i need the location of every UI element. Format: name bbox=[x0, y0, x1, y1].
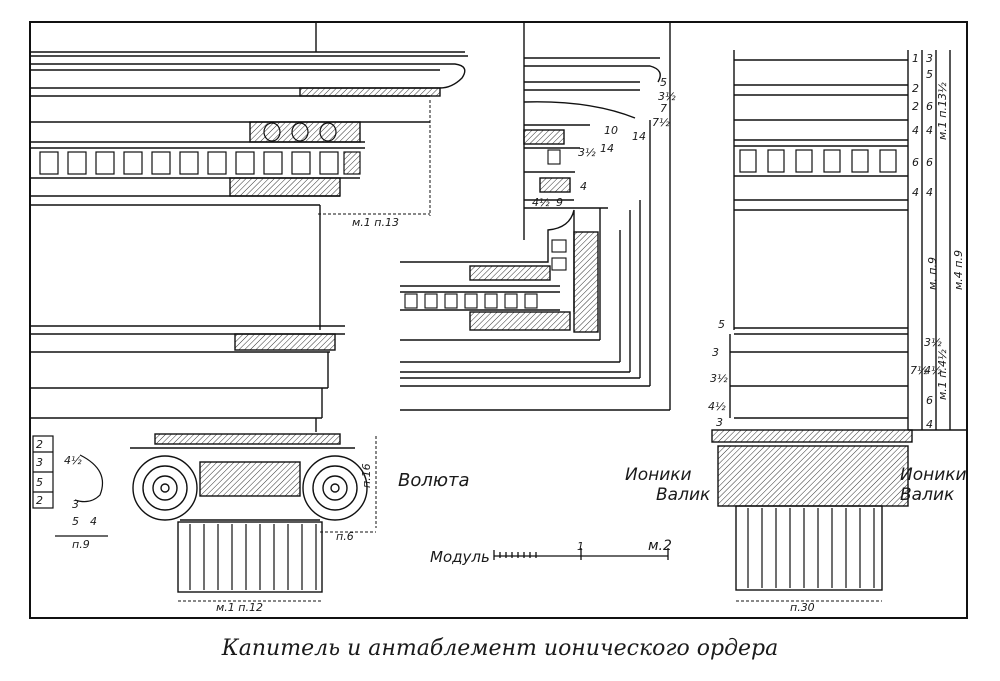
left-cap-dim-5: 4½ bbox=[64, 454, 82, 467]
right-cap-side-5: 3 bbox=[716, 416, 723, 429]
right-col-a-3: 2 bbox=[912, 100, 919, 113]
middle-dim-3: 7 bbox=[660, 102, 667, 115]
left-architrave bbox=[30, 325, 345, 432]
module-end-label: м.2 bbox=[648, 538, 672, 554]
left-cap-dim-2: 3 bbox=[36, 456, 43, 469]
ioniki-left-label: Ионики bbox=[625, 465, 692, 485]
middle-dim-6: 14 bbox=[632, 130, 646, 143]
right-cap-3: 4½ bbox=[924, 364, 942, 377]
middle-corner-plan bbox=[400, 22, 671, 411]
left-cap-dim-8: 4 bbox=[90, 515, 97, 528]
dim-right-capital-total: м.1 п.4½ bbox=[936, 349, 949, 400]
dim-neck-width: м.1 п.12 bbox=[216, 601, 263, 614]
middle-dim-8: 14 bbox=[600, 142, 614, 155]
right-col-a-1: 1 bbox=[912, 52, 919, 65]
middle-dim-1: 5 bbox=[660, 76, 667, 89]
middle-dim-2: 3½ bbox=[658, 90, 676, 103]
right-col-a-4: 4 bbox=[912, 124, 919, 137]
dim-cornice-projection: м.1 п.13 bbox=[352, 216, 399, 229]
right-col-a-6: 4 bbox=[912, 186, 919, 199]
module-label: Модуль bbox=[430, 548, 490, 566]
dim-right-cornice-total: м.1 п.13½ bbox=[936, 82, 949, 140]
left-cap-dim-4: 2 bbox=[36, 494, 43, 507]
left-flutes bbox=[189, 524, 317, 590]
middle-dim-5: 10 bbox=[604, 124, 618, 137]
plate-border bbox=[29, 21, 968, 619]
dim-volute-width: п.9 bbox=[72, 538, 90, 551]
valik-right-label: Валик bbox=[900, 485, 955, 505]
left-cap-dim-6: 3 bbox=[72, 498, 79, 511]
left-cap-dim-7: 5 bbox=[72, 515, 79, 528]
dim-right-total: м.4 п.9 bbox=[952, 250, 965, 290]
dim-right-frieze: м. п.9 bbox=[926, 257, 939, 290]
right-elevation bbox=[711, 50, 966, 591]
middle-dim-11: 9 bbox=[556, 196, 563, 209]
module-scale-bar bbox=[493, 548, 669, 560]
dim-volute-height: п.16 bbox=[360, 463, 373, 488]
right-cap-side-2: 3 bbox=[712, 346, 719, 359]
middle-dim-4: 7½ bbox=[652, 116, 670, 129]
left-dentils bbox=[39, 151, 361, 175]
right-col-b-3: 6 bbox=[926, 100, 933, 113]
dim-volute-offset: п.6 bbox=[336, 530, 354, 543]
middle-dim-9: 4 bbox=[580, 180, 587, 193]
right-dentils bbox=[739, 149, 897, 173]
right-cap-side-4: 4½ bbox=[708, 400, 726, 413]
right-col-b-4: 4 bbox=[926, 124, 933, 137]
figure-caption: Капитель и антаблемент ионического ордер… bbox=[221, 636, 779, 661]
right-cap-1: 3½ bbox=[924, 336, 942, 349]
right-cap-4: 6 bbox=[926, 394, 933, 407]
right-col-b-5: 6 bbox=[926, 156, 933, 169]
ioniki-right-label: Ионики bbox=[900, 465, 967, 485]
right-col-b-1: 3 bbox=[926, 52, 933, 65]
right-col-a-2: 2 bbox=[912, 82, 919, 95]
left-cap-dim-3: 5 bbox=[36, 476, 43, 489]
right-col-a-5: 6 bbox=[912, 156, 919, 169]
left-cap-dim-1: 2 bbox=[36, 438, 43, 451]
right-cap-5: 4 bbox=[926, 418, 933, 431]
dimension-lines bbox=[55, 100, 882, 602]
left-capital bbox=[130, 433, 368, 593]
middle-dim-7: 3½ bbox=[578, 146, 596, 159]
right-flutes bbox=[747, 508, 875, 588]
right-cap-side-1: 5 bbox=[718, 318, 725, 331]
volute-label: Волюта bbox=[398, 470, 470, 491]
middle-dim-10: 4½ bbox=[532, 196, 550, 209]
left-entablature bbox=[30, 22, 468, 330]
right-cap-side-3: 3½ bbox=[710, 372, 728, 385]
valik-left-label: Валик bbox=[656, 485, 711, 505]
dim-side-width: п.30 bbox=[790, 601, 815, 614]
module-mid-label: 1 bbox=[577, 540, 584, 553]
left-volute-profile bbox=[32, 435, 108, 537]
right-cap-2: 7½ bbox=[910, 364, 928, 377]
right-col-b-2: 5 bbox=[926, 68, 933, 81]
right-col-b-6: 4 bbox=[926, 186, 933, 199]
middle-dentils bbox=[404, 149, 567, 309]
left-egg-and-dart bbox=[263, 122, 337, 142]
